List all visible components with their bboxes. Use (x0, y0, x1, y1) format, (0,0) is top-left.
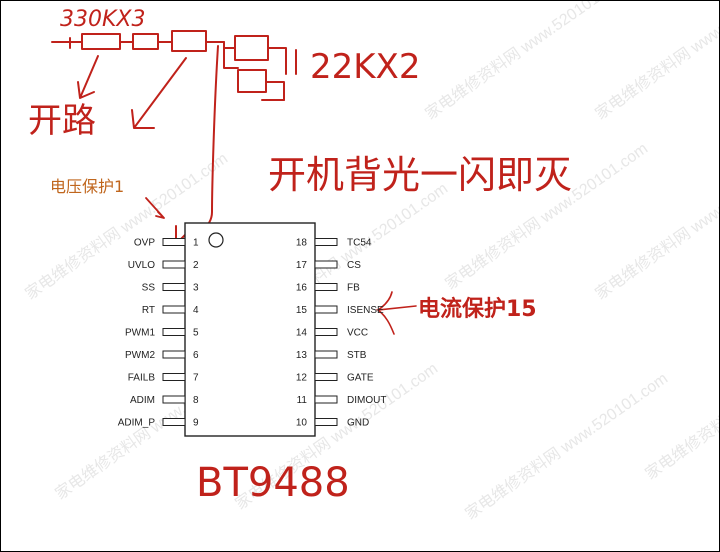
resistor-22k-1 (234, 35, 269, 61)
pin-number: 9 (193, 418, 199, 429)
pin-lead (162, 305, 186, 314)
chip-name-label: BT9488 (196, 460, 350, 506)
pin-number: 10 (296, 418, 308, 429)
ic-pin-isense: ISENSE 15 (296, 305, 384, 316)
pin-lead (314, 328, 338, 336)
ic-pin-adim: ADIM 8 (130, 395, 199, 406)
ic-pin-pwm1: PWM1 5 (125, 328, 199, 339)
pin-number: 5 (193, 328, 199, 339)
pin-lead (162, 283, 186, 291)
pin-lead (162, 418, 186, 426)
pin-number: 4 (193, 305, 199, 316)
resistor-330k-2 (132, 33, 159, 50)
pin-label: OVP (134, 238, 155, 249)
pin-label: VCC (347, 328, 368, 339)
pin-label: DIMOUT (347, 395, 386, 406)
ovp-note-arrow (145, 197, 165, 219)
ic-pin-fb: FB 16 (296, 283, 360, 294)
pin-number: 3 (193, 283, 199, 294)
ic-pin-failb: FAILB 7 (128, 373, 199, 384)
pin-label: FAILB (128, 373, 156, 384)
pin-label: ADIM_P (118, 418, 156, 429)
watermark-text: 家电维修资料网 www.520101.com (462, 369, 671, 523)
pin-number: 17 (296, 260, 308, 271)
ic-pin-vcc: VCC 14 (296, 328, 368, 339)
pin-number: 12 (296, 373, 308, 384)
ic-pin-pwm2: PWM2 6 (125, 350, 199, 361)
ovp-wire (175, 45, 219, 245)
pin-lead (314, 395, 338, 404)
pin-number: 6 (193, 350, 199, 361)
pin-label: UVLO (128, 260, 155, 271)
pin-number: 18 (296, 238, 308, 249)
ic-pin-dimout: DIMOUT 11 (297, 395, 387, 406)
ic-pin-tc54: TC54 18 (296, 238, 372, 249)
pin-lead (162, 350, 186, 359)
pin-label: PWM1 (125, 328, 155, 339)
pin-lead (314, 305, 338, 314)
resistor-22k-2 (237, 69, 267, 93)
ic-pin-stb: STB 13 (296, 350, 367, 361)
open-arrow-1 (77, 55, 99, 99)
open-circuit-label: 开路 (28, 101, 96, 141)
pin-lead (314, 238, 338, 246)
resistor-330k-3 (171, 30, 207, 52)
pin-lead (314, 260, 338, 269)
ic-pin-gate: GATE 12 (296, 373, 374, 384)
ic-pin-cs: CS 17 (296, 260, 361, 271)
pin-number: 13 (296, 350, 308, 361)
pin-label: GATE (347, 373, 374, 384)
pin-label: RT (142, 305, 155, 316)
pin-label: SS (142, 283, 156, 294)
pin-label: STB (347, 350, 367, 361)
pin-lead (162, 260, 186, 269)
pin-lead (162, 395, 186, 404)
pin-label: CS (347, 260, 361, 271)
pin-number: 8 (193, 395, 199, 406)
ic-pin-gnd: GND 10 (296, 418, 369, 429)
resistor-right-label: 22KX2 (310, 47, 420, 87)
pin-number: 11 (297, 395, 308, 406)
pin-lead (162, 238, 186, 246)
resistor-22k-wires (223, 41, 287, 101)
pin-label: GND (347, 418, 369, 429)
watermark-text: 家电维修资料网 www.520101.com (592, 0, 720, 123)
pin-number: 16 (296, 283, 308, 294)
watermark-text: 家电维修资料网 www.520101.com (642, 329, 720, 483)
ic-pin-ss: SS 3 (142, 283, 199, 294)
symptom-label: 开机背光一闪即灭 (268, 153, 572, 197)
isense-note-label: 电流保护15 (418, 296, 537, 322)
pin-number: 1 (193, 238, 199, 249)
pin-lead (314, 283, 338, 291)
ic-body (184, 222, 316, 437)
isense-note-arrow (375, 291, 417, 335)
ic-pin-ovp: OVP 1 (134, 238, 199, 249)
pin1-marker (208, 232, 224, 248)
pin-label: FB (347, 283, 360, 294)
pin-label: ISENSE (347, 305, 384, 316)
pin-lead (314, 418, 338, 426)
pin-label: ADIM (130, 395, 155, 406)
pin-lead (314, 373, 338, 381)
resistor-330k-1 (81, 33, 121, 50)
ovp-note-label: 电压保护1 (50, 177, 124, 196)
pin-label: PWM2 (125, 350, 155, 361)
pin-number: 14 (296, 328, 308, 339)
pin-number: 2 (193, 260, 199, 271)
ic-pin-uvlo: UVLO 2 (128, 260, 199, 271)
resistor-top-label: 330KX3 (60, 7, 146, 32)
ic-pin-rt: RT 4 (142, 305, 199, 316)
pin-label: TC54 (347, 238, 372, 249)
pin-number: 15 (296, 305, 308, 316)
pin-lead (314, 350, 338, 359)
pin-lead (162, 373, 186, 381)
open-arrow-2 (131, 57, 187, 129)
ic-pin-adim_p: ADIM_P 9 (118, 418, 199, 429)
pin-lead (162, 328, 186, 336)
pin-number: 7 (193, 373, 199, 384)
